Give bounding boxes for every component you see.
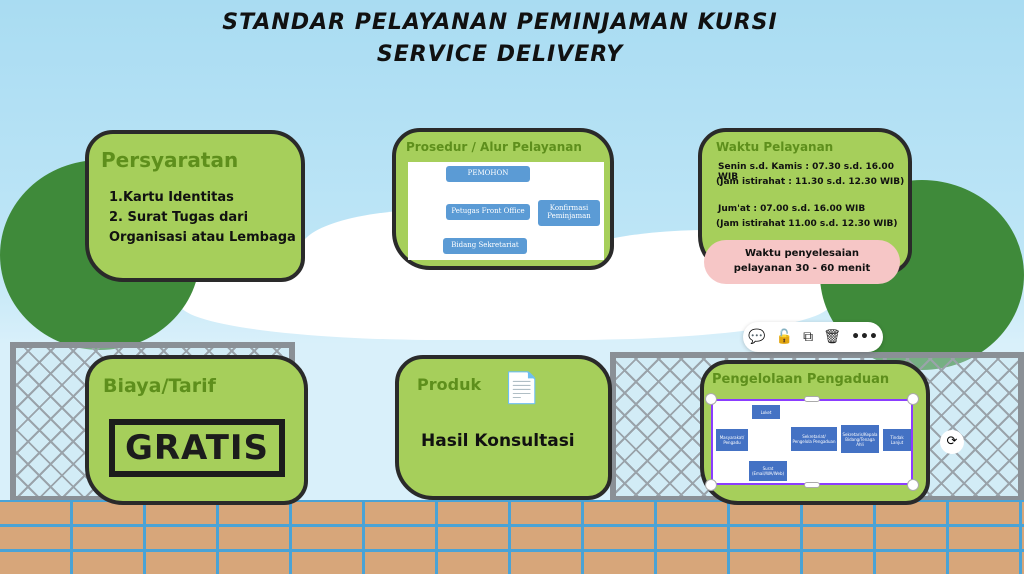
flow-box: Sekretaris/Kepala Bidang/Tenaga Ahli <box>841 425 879 453</box>
flow-box: Tindak Lanjut <box>883 429 911 451</box>
flowchart-image: PEMOHON Petugas Front Office Bidang Sekr… <box>408 162 604 260</box>
flow-box: Sekretariat/ Pengelola Pengaduan <box>791 427 837 451</box>
flow-box: Surat (Email/WA/Web) <box>749 461 787 481</box>
page-subtitle: SERVICE DELIVERY <box>376 42 624 67</box>
badge-line: Waktu penyelesaian <box>744 248 860 259</box>
trash-icon[interactable]: 🗑 <box>823 329 841 345</box>
panel-heading: Produk <box>417 375 482 394</box>
schedule-line: Senin s.d. Kamis : 07.30 s.d. 16.00 WIB <box>718 162 894 182</box>
flow-box: Masyarakat/ Pengadu <box>716 429 748 451</box>
resize-handle[interactable] <box>907 479 919 491</box>
schedule-line: (Jam istirahat : 11.30 s.d. 12.30 WIB) <box>716 177 905 187</box>
comment-add-icon[interactable]: 💬 <box>748 329 766 345</box>
resize-handle[interactable] <box>705 479 717 491</box>
list-item: Organisasi atau Lembaga <box>109 230 296 245</box>
floor-tiles <box>0 500 1024 574</box>
resize-handle[interactable] <box>804 482 820 488</box>
panel-heading: Prosedur / Alur Pelayanan <box>406 140 582 154</box>
prosedur-panel[interactable]: Prosedur / Alur Pelayanan PEMOHON Petuga… <box>392 128 614 270</box>
flow-box: Loket <box>752 405 780 419</box>
document-search-icon: 📄 <box>503 371 541 406</box>
page-title: STANDAR PELAYANAN PEMINJAMAN KURSI <box>222 10 778 35</box>
unlock-icon[interactable]: 🔓 <box>775 329 794 345</box>
panel-heading: Waktu Pelayanan <box>716 140 834 154</box>
schedule-line: (Jam istirahat 11.00 s.d. 12.30 WIB) <box>716 219 898 229</box>
flow-box: PEMOHON <box>446 166 530 182</box>
completion-time-badge: Waktu penyelesaian pelayanan 30 - 60 men… <box>704 240 900 284</box>
gratis-stamp: GRATIS <box>109 419 285 477</box>
panel-heading: Biaya/Tarif <box>103 375 216 397</box>
produk-panel[interactable]: Produk 📄 Hasil Konsultasi <box>395 355 612 500</box>
rotate-icon[interactable]: ⟳ <box>940 430 964 454</box>
resize-handle[interactable] <box>804 396 820 402</box>
selected-flowchart-image[interactable]: Loket Masyarakat/ Pengadu Sekretariat/ P… <box>711 399 913 485</box>
persyaratan-panel[interactable]: Persyaratan 1.Kartu Identitas 2. Surat T… <box>85 130 305 282</box>
resize-handle[interactable] <box>907 393 919 405</box>
more-icon[interactable]: ••• <box>851 329 878 345</box>
biaya-panel[interactable]: Biaya/Tarif GRATIS <box>85 355 308 505</box>
flow-box: Petugas Front Office <box>446 204 530 220</box>
panel-heading: Pengelolaan Pengaduan <box>712 372 890 387</box>
resize-handle[interactable] <box>705 393 717 405</box>
list-item: 2. Surat Tugas dari <box>109 210 249 225</box>
panel-heading: Persyaratan <box>101 148 239 172</box>
list-item: 1.Kartu Identitas <box>109 190 234 205</box>
flow-box: Konfirmasi Peminjaman <box>538 200 600 226</box>
badge-line: pelayanan 30 - 60 menit <box>733 263 871 274</box>
schedule-line: Jum'at : 07.00 s.d. 16.00 WIB <box>718 204 866 214</box>
product-value: Hasil Konsultasi <box>421 431 575 451</box>
flow-box: Bidang Sekretariat <box>443 238 527 254</box>
duplicate-icon[interactable]: ⧉ <box>803 329 814 345</box>
element-toolbar: 💬 🔓 ⧉ 🗑 ••• <box>743 322 883 352</box>
